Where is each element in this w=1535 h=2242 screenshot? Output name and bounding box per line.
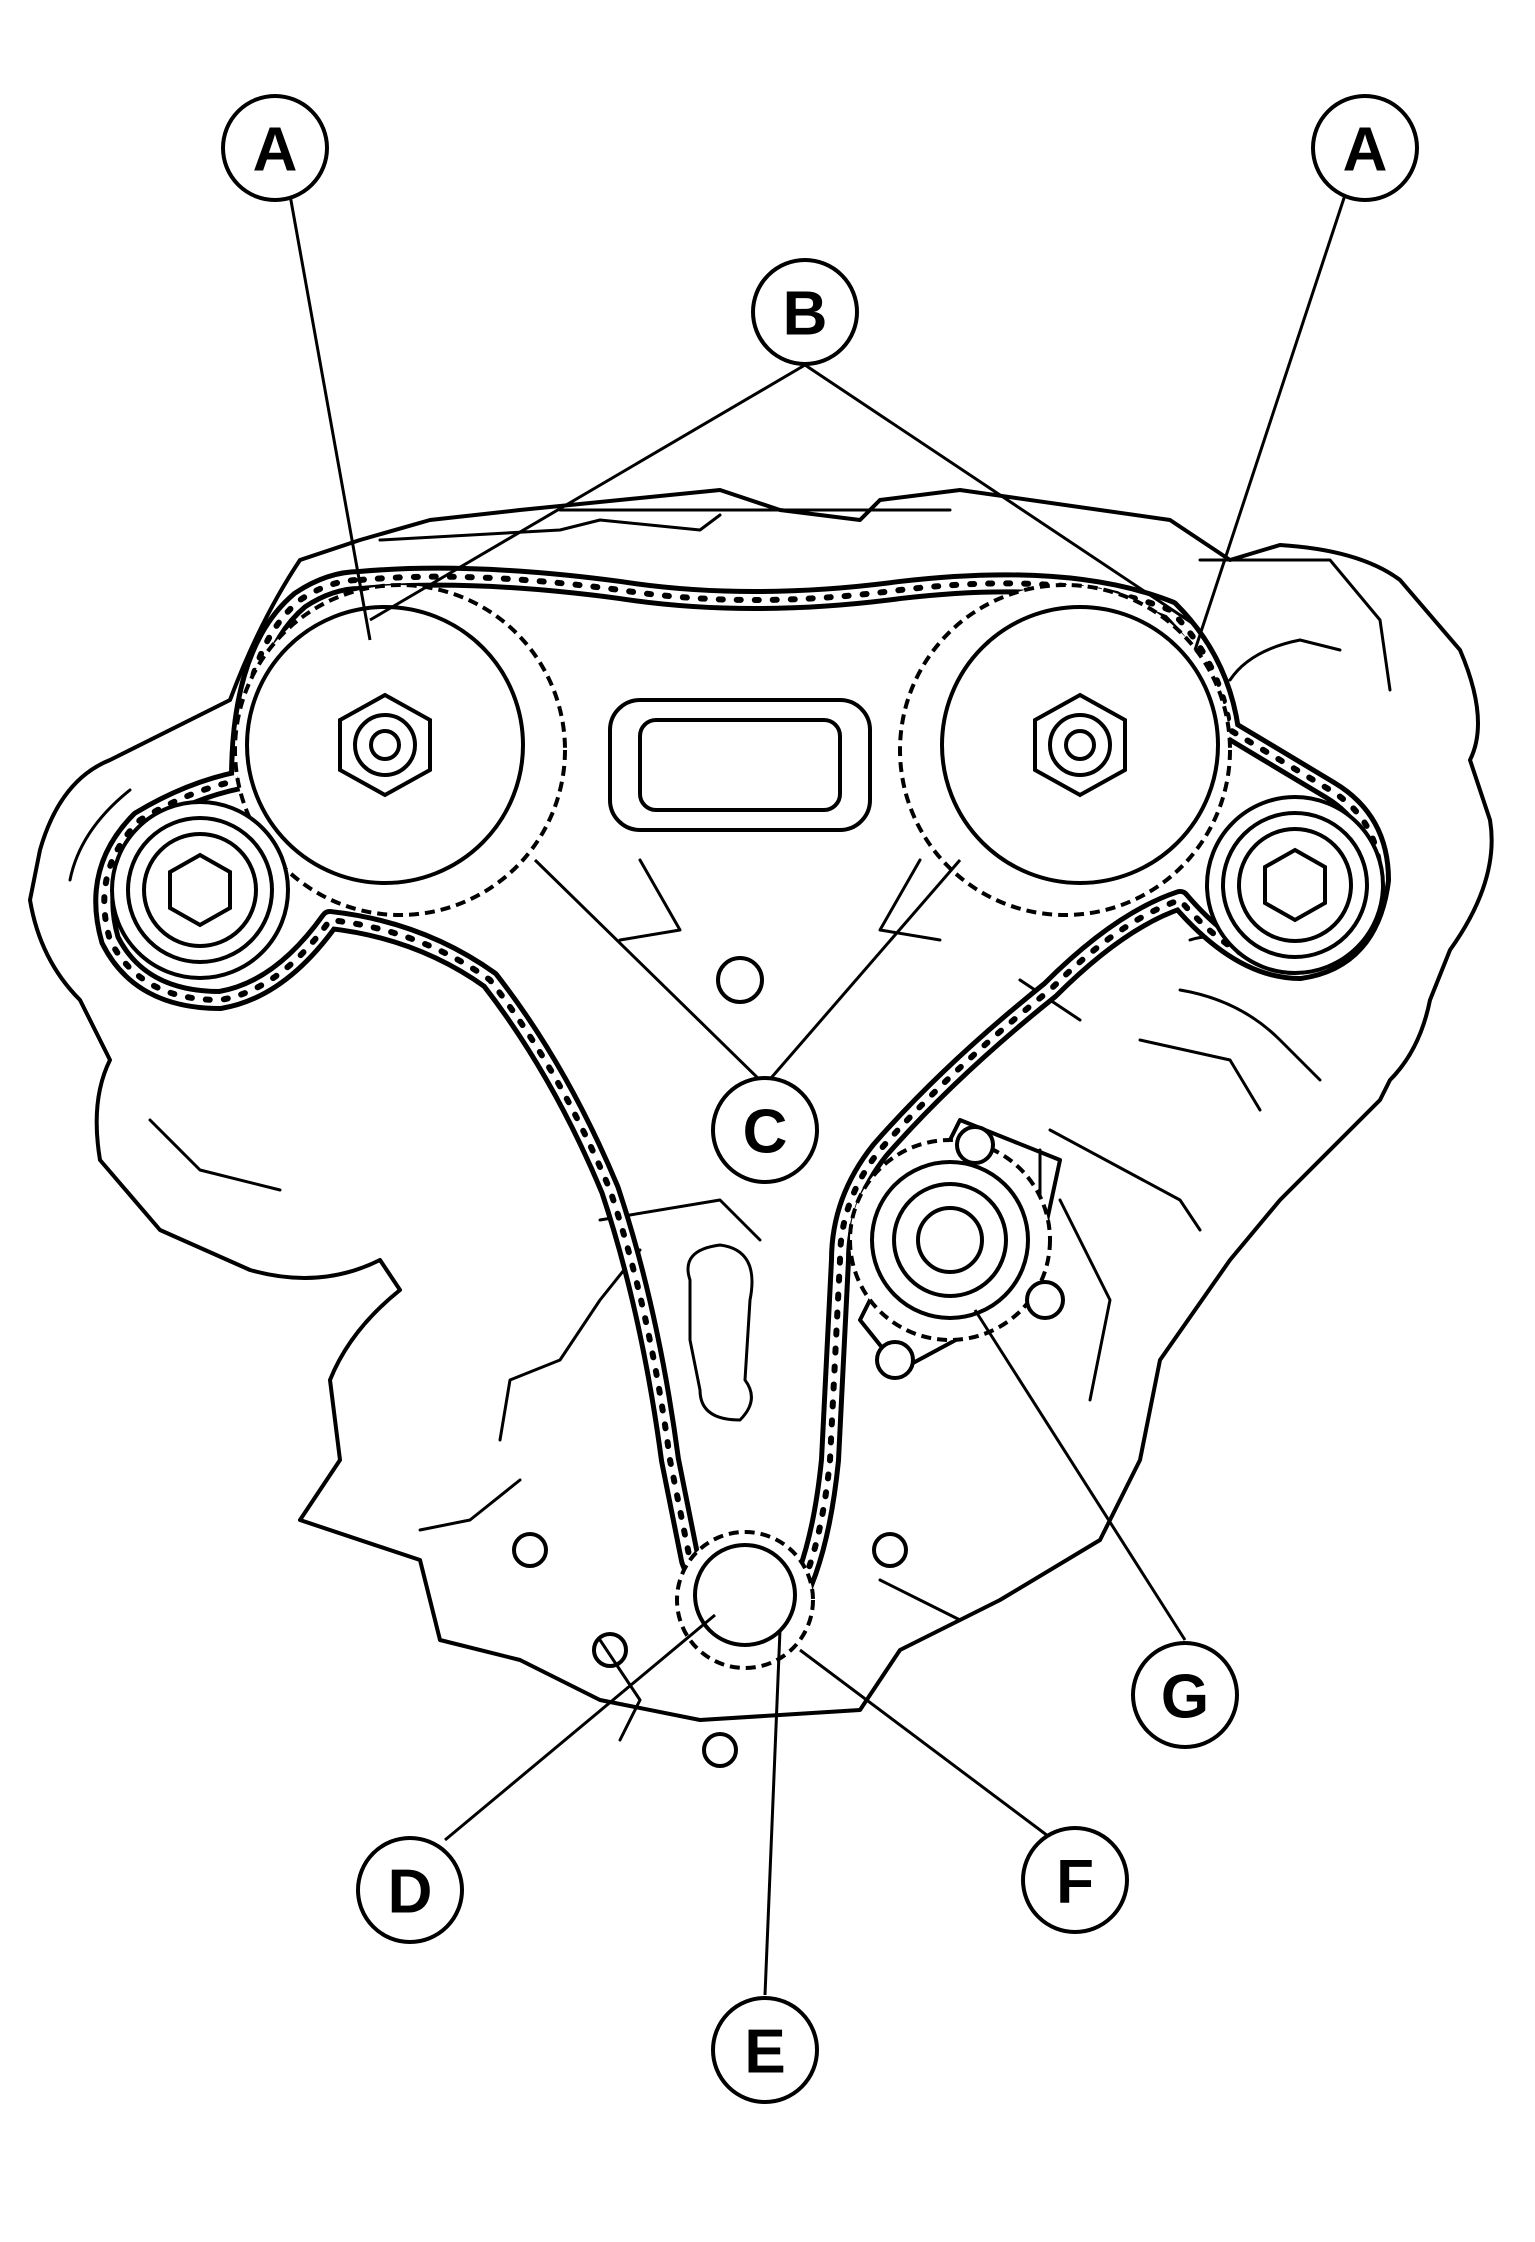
callout-label: F [1056, 1848, 1094, 1917]
callout-A-right: A [1311, 94, 1419, 202]
callout-G: G [1131, 1641, 1239, 1749]
callout-B: B [751, 258, 859, 366]
callout-label: C [743, 1098, 788, 1167]
right-camshaft-sprocket [898, 583, 1232, 917]
engine-block-outline [28, 488, 1494, 1768]
callout-label: B [783, 280, 828, 349]
callout-label: G [1161, 1663, 1209, 1732]
callout-label: E [744, 2018, 785, 2087]
callout-label: D [388, 1858, 433, 1927]
right-idler-sprocket [1205, 795, 1385, 975]
left-camshaft-sprocket [233, 583, 567, 917]
crankshaft-sprocket [675, 1530, 815, 1670]
left-idler-sprocket [110, 800, 290, 980]
timing-chain [93, 565, 1391, 1641]
callout-label: A [1343, 116, 1388, 185]
callout-F: F [1021, 1826, 1129, 1934]
leader-lines [288, 194, 1347, 1996]
chain-tensioner-sprocket [848, 1118, 1065, 1380]
callout-label: A [253, 116, 298, 185]
callout-D: D [356, 1836, 464, 1944]
callout-E: E [711, 1996, 819, 2104]
callout-C: C [711, 1076, 819, 1184]
callout-A-left: A [221, 94, 329, 202]
